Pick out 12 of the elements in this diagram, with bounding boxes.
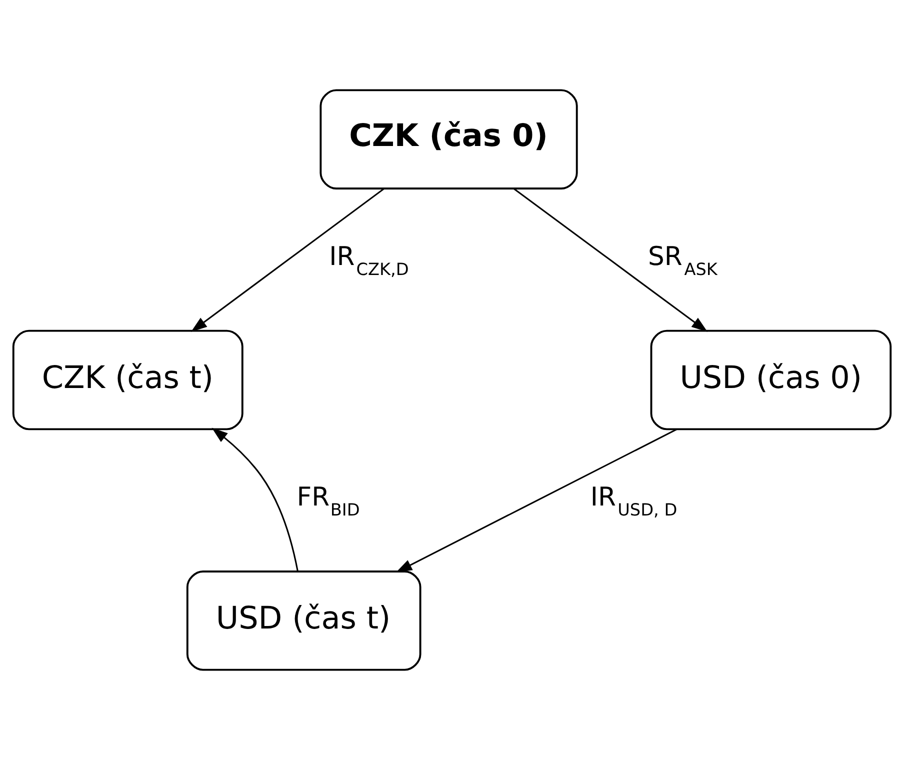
edge-label: IR$_{CZK,D}$ [329,241,409,278]
node-box: USD (čas 0) [650,329,892,430]
edge-label: FR$_{BID}$ [296,482,360,520]
edge-label: IR$_{USD, D}$ [590,482,678,520]
arrow [212,427,298,571]
edge-label: SR$_{ASK}$ [648,241,718,278]
node-box: USD (čas t) [186,570,422,670]
node-box: CZK (čas 0) [320,88,578,189]
arrow [513,187,708,332]
node-box: CZK (čas t) [12,329,244,430]
arrow [396,428,678,572]
arrow [190,187,385,332]
